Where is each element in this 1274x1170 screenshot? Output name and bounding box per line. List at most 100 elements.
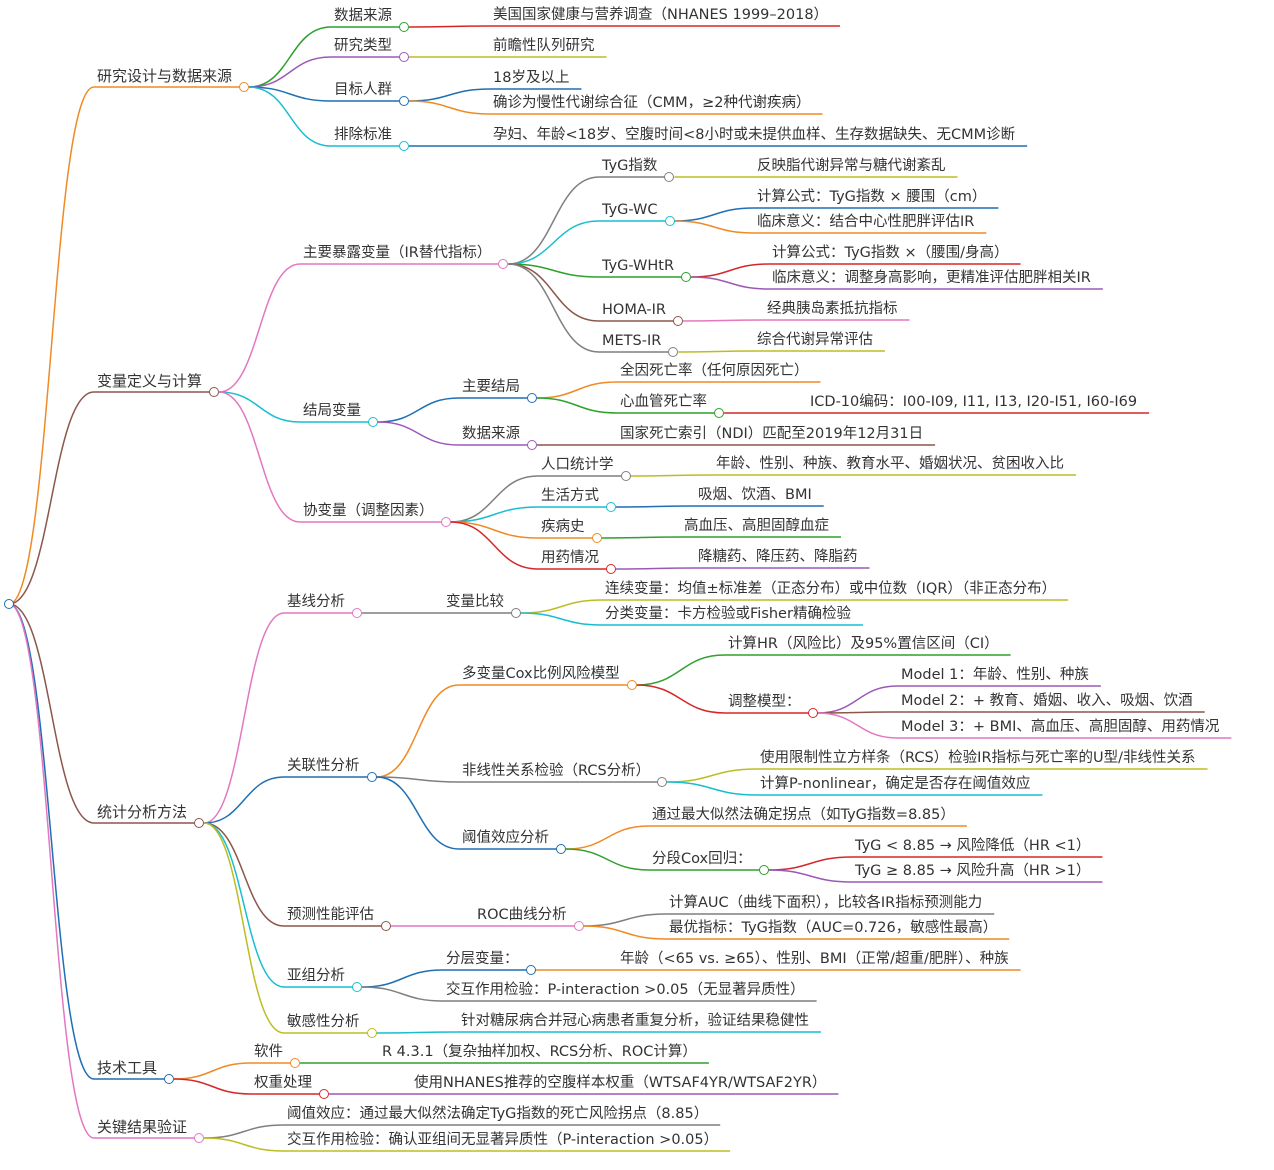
branch-link	[508, 220, 600, 265]
collapse-toggle[interactable]	[664, 216, 675, 226]
node-label: 数据来源	[334, 8, 392, 24]
collapse-toggle[interactable]	[556, 844, 566, 854]
collapse-toggle[interactable]	[209, 387, 220, 397]
collapse-toggle[interactable]	[606, 564, 616, 574]
collapse-toggle[interactable]	[681, 272, 692, 282]
collapse-toggle[interactable]	[606, 502, 616, 512]
node-label: 变量比较	[446, 594, 504, 610]
collapse-toggle[interactable]	[758, 865, 769, 875]
collapse-toggle[interactable]	[239, 82, 250, 92]
branch-link	[636, 684, 726, 714]
node-label: 主要结局	[462, 379, 520, 395]
collapse-toggle[interactable]	[194, 818, 205, 828]
branch-link	[174, 1078, 252, 1095]
node-label: 高血压、高胆固醇血症	[684, 518, 829, 534]
node-label: TyG ≥ 8.85 → 风险升高（HR >1）	[855, 863, 1091, 879]
branch-link	[408, 25, 491, 28]
branch-link	[817, 712, 899, 739]
node-label: 临床意义：调整身高影响，更精准评估肥胖相关IR	[772, 270, 1091, 286]
collapse-toggle[interactable]	[498, 259, 509, 269]
collapse-toggle[interactable]	[714, 408, 724, 418]
collapse-toggle[interactable]	[657, 777, 668, 787]
collapse-toggle[interactable]	[673, 316, 684, 326]
root-node[interactable]	[4, 599, 14, 609]
collapse-toggle[interactable]	[368, 417, 378, 427]
node-label: 基线分析	[287, 594, 345, 610]
branch-link	[601, 536, 682, 539]
node-label: TyG-WHtR	[602, 258, 675, 274]
branch-link	[508, 263, 600, 322]
branch-link	[8, 603, 95, 1080]
collapse-toggle[interactable]	[399, 52, 409, 62]
collapse-toggle[interactable]	[527, 393, 537, 403]
collapse-toggle[interactable]	[573, 921, 584, 931]
collapse-toggle[interactable]	[319, 1089, 329, 1099]
collapse-toggle[interactable]	[164, 1074, 175, 1084]
collapse-toggle[interactable]	[290, 1058, 300, 1068]
node-label: 连续变量：均值±标准差（正态分布）或中位数（IQR）（非正态分布）	[605, 581, 1057, 597]
branch-link	[8, 86, 95, 605]
node-label: 计算AUC（曲线下面积），比较各IR指标预测能力	[669, 895, 983, 911]
node-label: ROC曲线分析	[477, 907, 567, 923]
collapse-toggle[interactable]	[664, 172, 675, 182]
node-label: 统计分析方法	[97, 803, 188, 821]
node-label: 计算公式：TyG指数 ×（腰围/身高）	[772, 245, 1009, 261]
node-label: 分段Cox回归：	[652, 851, 752, 867]
collapse-toggle[interactable]	[668, 347, 679, 357]
node-label: Model 3：+ BMI、高血压、高胆固醇、用药情况	[901, 719, 1220, 735]
collapse-toggle[interactable]	[591, 533, 602, 543]
node-label: 全因死亡率（任何原因死亡）	[620, 363, 809, 379]
branch-link	[615, 505, 696, 508]
branch-link	[691, 276, 770, 290]
collapse-toggle[interactable]	[620, 471, 631, 481]
node-label: 分类变量：卡方检验或Fisher精确检验	[605, 606, 851, 622]
node-label: 多变量Cox比例风险模型	[462, 666, 620, 682]
collapse-toggle[interactable]	[626, 680, 637, 690]
node-label: 生活方式	[541, 488, 599, 504]
node-label: 亚组分析	[287, 968, 345, 984]
branch-link	[249, 86, 332, 147]
collapse-toggle[interactable]	[366, 1028, 377, 1038]
collapse-toggle[interactable]	[440, 517, 451, 527]
node-label: Model 1：年龄、性别、种族	[901, 667, 1089, 683]
node-label: 美国国家健康与营养调查（NHANES 1999–2018）	[493, 7, 829, 23]
branch-link	[583, 913, 667, 927]
node-label: 权重处理	[254, 1075, 312, 1091]
node-label: 关键结果验证	[97, 1118, 188, 1136]
node-label: 计算HR（风险比）及95%置信区间（CI）	[728, 636, 999, 652]
node-label: 确诊为慢性代谢综合征（CMM，≥2种代谢疾病）	[493, 95, 811, 111]
collapse-toggle[interactable]	[399, 22, 409, 32]
branch-link	[376, 1031, 459, 1034]
branch-link	[377, 421, 460, 446]
branch-link	[667, 768, 758, 783]
branch-link	[674, 207, 755, 222]
branch-link	[203, 822, 285, 1034]
node-label: 临床意义：结合中心性肥胖评估IR	[757, 214, 975, 230]
node-label: 敏感性分析	[287, 1014, 360, 1030]
collapse-toggle[interactable]	[807, 708, 818, 718]
node-label: 数据来源	[462, 426, 520, 442]
node-label: 综合代谢异常评估	[757, 332, 873, 348]
branch-link	[678, 350, 755, 353]
node-label: 研究类型	[334, 38, 392, 54]
branch-link	[508, 263, 600, 278]
node-label: 非线性关系检验（RCS分析）	[462, 763, 651, 779]
collapse-toggle[interactable]	[511, 608, 521, 618]
node-label: 排除标准	[334, 127, 392, 143]
node-label: 调整模型：	[728, 694, 801, 710]
collapse-toggle[interactable]	[352, 982, 362, 992]
branch-link	[361, 969, 444, 988]
collapse-toggle[interactable]	[381, 921, 391, 931]
node-label: 交互作用检验：P-interaction >0.05（无显著异质性）	[446, 982, 805, 998]
branch-link	[377, 397, 460, 423]
collapse-toggle[interactable]	[366, 772, 377, 782]
collapse-toggle[interactable]	[527, 440, 537, 450]
collapse-toggle[interactable]	[352, 608, 362, 618]
collapse-toggle[interactable]	[525, 965, 536, 975]
branch-link	[376, 684, 460, 778]
node-label: 人口统计学	[541, 457, 614, 473]
collapse-toggle[interactable]	[399, 96, 409, 106]
branch-link	[376, 776, 460, 850]
collapse-toggle[interactable]	[194, 1133, 205, 1143]
collapse-toggle[interactable]	[399, 141, 409, 151]
